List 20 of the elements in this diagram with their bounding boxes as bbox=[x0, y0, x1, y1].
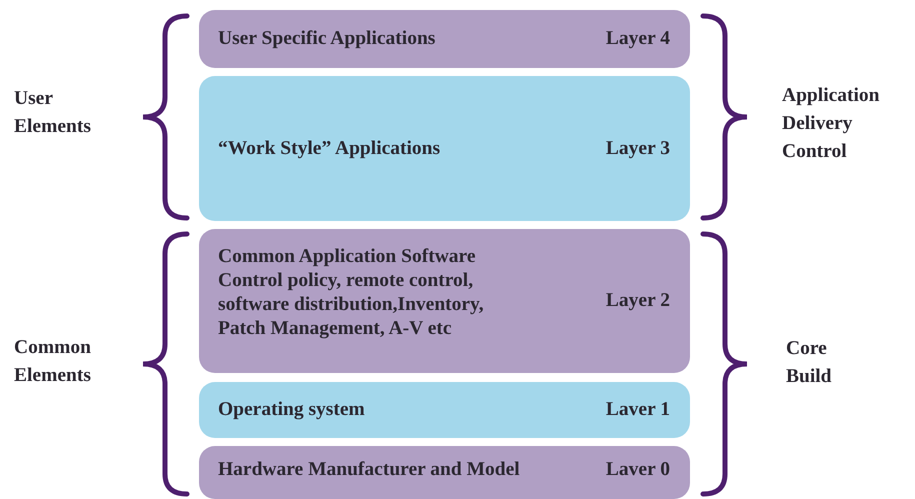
layer-number: Layer 3 bbox=[606, 136, 670, 160]
layer-title: “Work Style” Applications bbox=[218, 136, 442, 160]
layer-title: Operating system bbox=[218, 398, 366, 422]
layer-box bbox=[199, 10, 690, 68]
group-label: User Elements bbox=[14, 87, 92, 139]
layer-box bbox=[199, 76, 690, 221]
layer-number: Layer 2 bbox=[606, 289, 670, 313]
layer-number: Laver 0 bbox=[606, 458, 670, 482]
layer-box bbox=[199, 229, 690, 373]
layer-description: Control policy, remote control, software distribution,Inventory, Patch Management, A-V etc bbox=[218, 269, 485, 341]
layer-box bbox=[199, 446, 690, 499]
group-label: Core Build bbox=[786, 337, 833, 389]
layer-heading: Common Application Software bbox=[218, 245, 476, 269]
layer-title: Hardware Manufacturer and Model bbox=[218, 458, 521, 482]
layer-number: Layer 4 bbox=[606, 27, 670, 51]
group-label: Common Elements bbox=[14, 336, 92, 388]
layer-box bbox=[199, 382, 690, 438]
group-label: Application Delivery Control bbox=[782, 84, 881, 164]
layer-title: User Specific Applications bbox=[218, 27, 436, 51]
layer-number: Laver 1 bbox=[606, 398, 670, 422]
